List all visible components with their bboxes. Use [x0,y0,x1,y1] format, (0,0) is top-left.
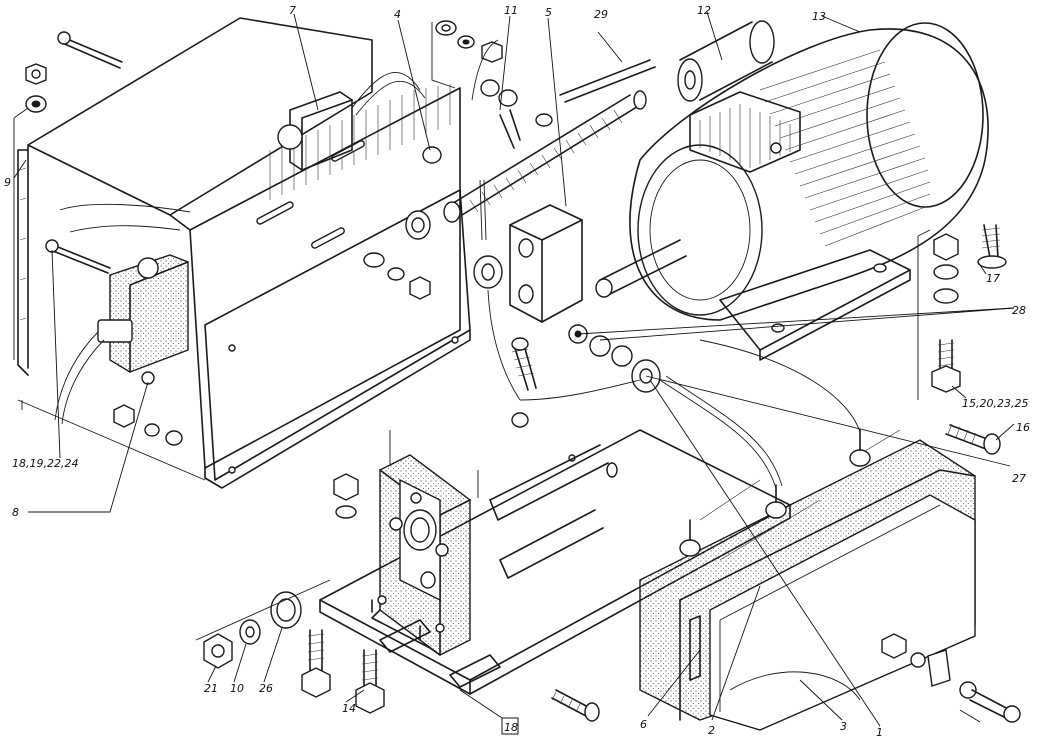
control-box [639,339,1021,731]
screws-left [25,31,359,519]
callout-4: 4 [394,8,401,21]
base-frame-18 [319,429,791,695]
callout-26: 26 [259,682,273,695]
callout-27: 27 [1012,472,1026,485]
callout-12: 12 [697,4,711,17]
callout-21: 21 [204,682,218,695]
motor-13 [595,22,989,361]
callout-10: 10 [230,682,244,695]
callout-5: 5 [545,6,552,19]
callout-9: 9 [4,176,11,189]
washers-28 [568,324,661,393]
callout-17: 17 [986,272,1000,285]
callout-15-20-23-25: 15,20,23,25 [962,397,1028,410]
wires [471,39,641,478]
leader-lines [13,11,1015,727]
sleeve-12 [677,20,775,102]
block-5 [473,204,583,323]
pin-29 [559,31,656,103]
callout-3: 3 [840,720,847,733]
callout-18-19-22-24: 18,19,22,24 [12,457,78,470]
chassis-panels [13,84,471,489]
callout-labels: 7 4 11 5 29 12 13 9 17 28 15,20,23,25 16… [4,4,1030,739]
callout-18-boxed: 18 [504,721,518,734]
callout-28: 28 [1012,304,1026,317]
callout-11: 11 [504,4,518,17]
limit-switch-8 [54,254,189,425]
callout-13: 13 [812,10,826,23]
callout-29: 29 [594,8,608,21]
top-hardware [363,20,553,300]
callout-8: 8 [12,506,19,519]
callout-18-box-frame [501,717,519,735]
callout-6: 6 [640,718,647,731]
callout-14: 14 [342,702,356,715]
callout-16: 16 [1016,421,1030,434]
callout-1: 1 [876,726,883,739]
callout-2: 2 [708,724,715,737]
callout-7: 7 [289,4,296,17]
relay-box-7 [277,72,426,171]
right-hardware [917,224,1007,455]
spring-shaft-11 [443,90,647,223]
cover-housing [17,17,373,376]
